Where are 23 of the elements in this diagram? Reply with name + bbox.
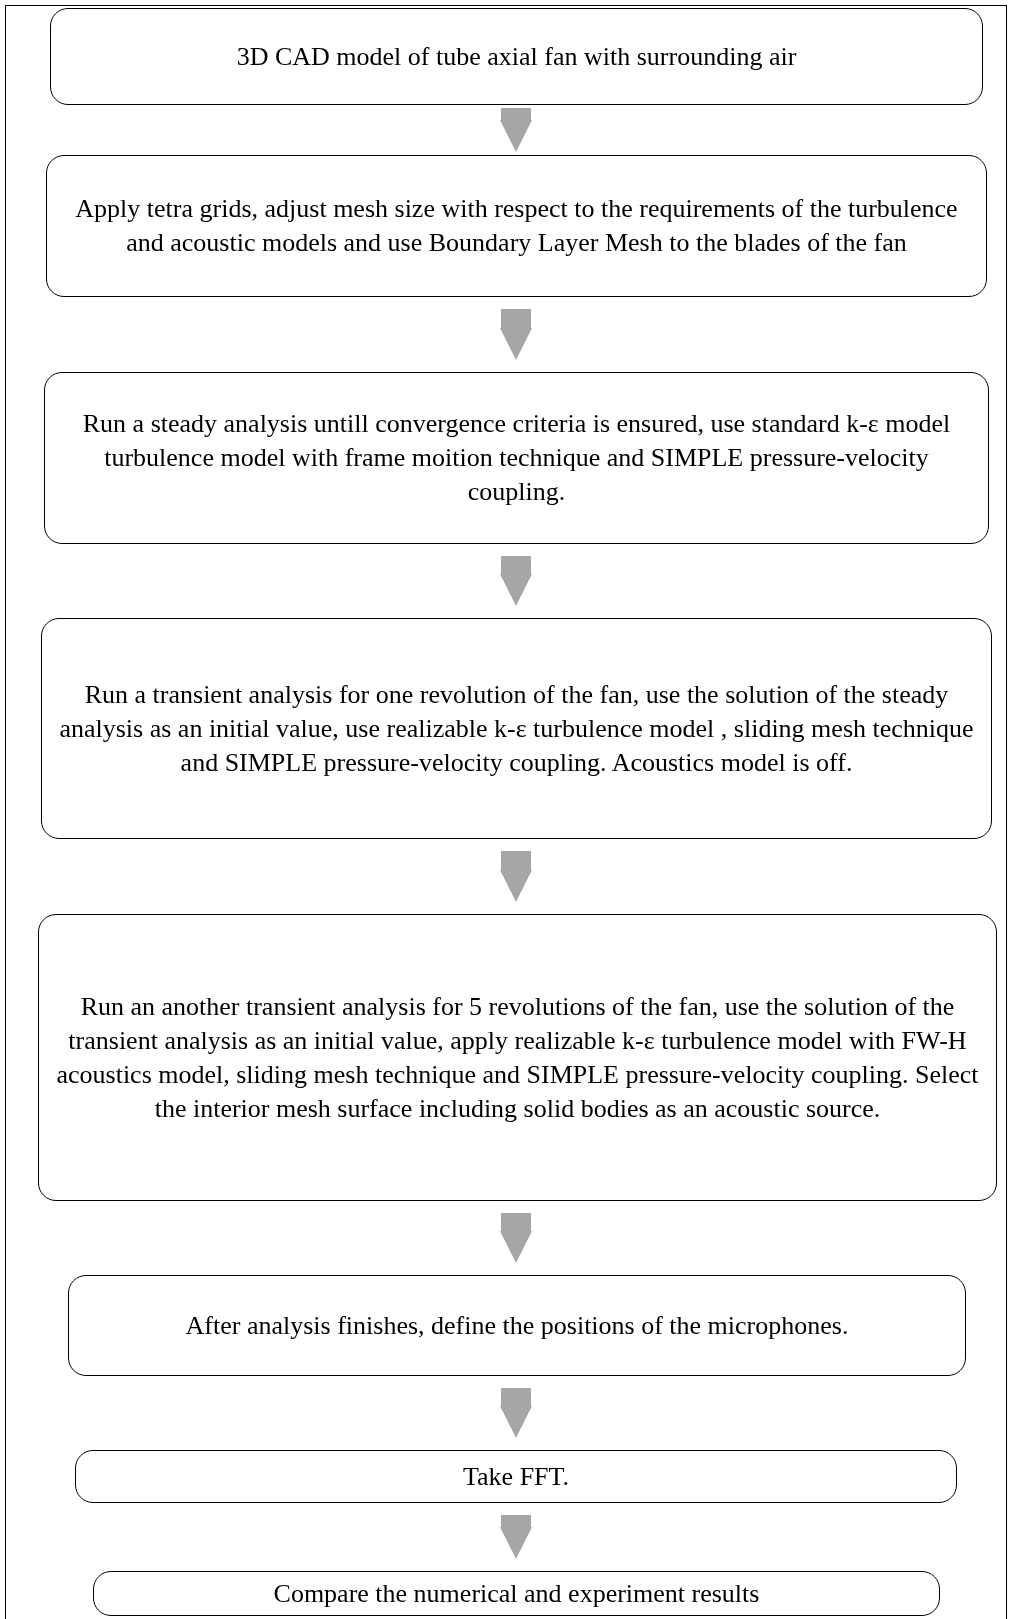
step-text: Run a transient analysis for one revolution of the fan, use the solution of the steady analysis as an initial value, use realizable k-ε turbulence model , sliding mesh technique and SIMPLE pressure-velocity coupling. Acoustics model is off. bbox=[58, 678, 975, 779]
process-box bbox=[50, 8, 983, 105]
step-text: Compare the numerical and experiment results bbox=[273, 1577, 760, 1610]
process-box bbox=[46, 155, 987, 297]
step-text: Run an another transient analysis for 5 revolutions of the fan, use the solution of the transient analysis as an initial value, apply realizable k-ε turbulence model with FW-H acoustics model, sliding mesh technique and SIMPLE pressure-velocity coupling. Select the interior mesh surface including solid bodies as an acoustic source. bbox=[55, 990, 980, 1125]
process-box bbox=[93, 1571, 940, 1616]
block-arrow bbox=[500, 108, 532, 152]
block-arrow bbox=[500, 1515, 532, 1559]
block-arrow bbox=[500, 1213, 532, 1263]
process-box bbox=[41, 618, 992, 839]
process-box bbox=[38, 914, 997, 1201]
block-arrow bbox=[500, 309, 532, 360]
block-arrow bbox=[500, 556, 532, 606]
step-text: After analysis finishes, define the positions of the microphones. bbox=[185, 1309, 849, 1342]
process-box bbox=[75, 1450, 957, 1503]
step-text: Take FFT. bbox=[463, 1460, 569, 1493]
step-text: Apply tetra grids, adjust mesh size with respect to the requirements of the turbulence and acoustic models and use Boundary Layer Mesh to the blades of the fan bbox=[74, 193, 959, 259]
process-box bbox=[68, 1275, 966, 1376]
process-box bbox=[44, 372, 989, 544]
block-arrow bbox=[500, 1388, 532, 1438]
step-text: 3D CAD model of tube axial fan with surrounding air bbox=[236, 40, 797, 73]
block-arrow bbox=[500, 851, 532, 902]
step-text: Run a steady analysis untill convergence criteria is ensured, use standard k-ε model turbulence model with frame moition technique and SIMPLE pressure-velocity coupling. bbox=[81, 408, 952, 508]
